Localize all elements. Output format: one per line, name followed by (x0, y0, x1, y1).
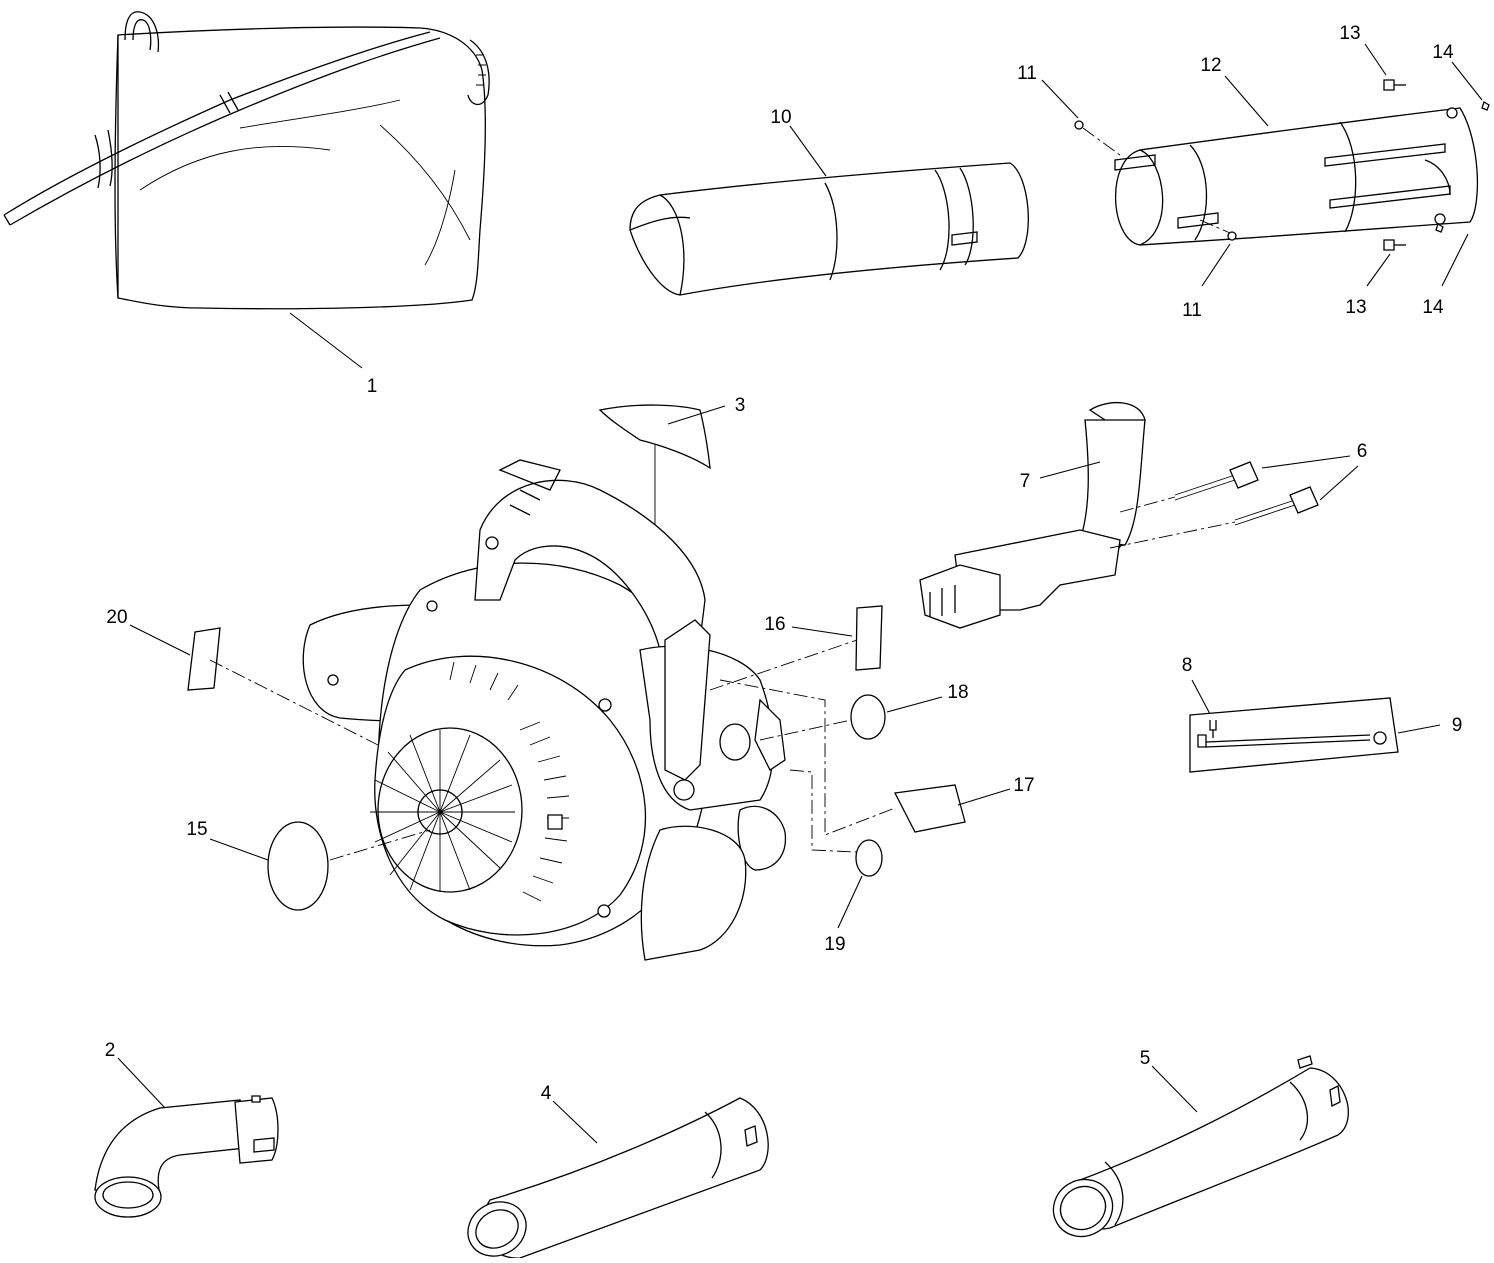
leader-line-12 (1224, 75, 1269, 127)
callout-17: 17 (1013, 775, 1034, 796)
callout-19: 19 (824, 934, 845, 955)
callout-14-bottom: 14 (1422, 297, 1444, 318)
leader-line-20 (129, 624, 191, 656)
part-label-strip (598, 404, 711, 530)
leader-line-10 (789, 125, 827, 177)
leader-line-14b (1441, 233, 1469, 287)
part-collection-bag (3, 11, 490, 310)
callout-1: 1 (367, 376, 378, 397)
leader-line-8 (1191, 679, 1211, 715)
leader-line-1 (289, 312, 363, 369)
leader-line-16 (791, 626, 853, 637)
leader-line-9 (1397, 724, 1441, 734)
leader-line-18 (886, 696, 943, 713)
part-elbow-nozzle (94, 1095, 279, 1218)
part-blower-engine (302, 459, 787, 961)
leader-line-5 (1151, 1065, 1198, 1113)
leader-line-11b (1201, 243, 1231, 287)
callout-20: 20 (106, 607, 127, 628)
callout-13-top: 13 (1339, 23, 1360, 44)
callout-18: 18 (947, 682, 968, 703)
leader-line-15 (209, 838, 269, 861)
part-screws-nuts (1074, 79, 1490, 251)
callout-6: 6 (1357, 441, 1368, 462)
callout-4: 4 (541, 1083, 552, 1104)
callout-11-top: 11 (1017, 63, 1037, 84)
leader-line-19 (837, 875, 863, 929)
callout-2: 2 (105, 1040, 116, 1061)
callout-9: 9 (1452, 715, 1463, 736)
callout-15: 15 (186, 819, 207, 840)
callout-labels: 1 2 3 4 5 6 7 8 9 10 11 11 12 13 13 14 1… (105, 23, 1463, 1104)
leader-line-13b (1366, 253, 1391, 287)
callout-13-bottom: 13 (1345, 297, 1366, 318)
leader-line-13a (1364, 43, 1387, 76)
callout-7: 7 (1020, 471, 1031, 492)
leader-line-17 (957, 788, 1011, 806)
callout-11-bottom: 11 (1182, 300, 1202, 321)
part-tool-card (1189, 697, 1399, 773)
leader-line-6a (1261, 455, 1351, 469)
part-blower-tube (467, 1097, 769, 1259)
callout-5: 5 (1140, 1048, 1151, 1069)
callout-8: 8 (1182, 655, 1193, 676)
callout-10: 10 (770, 107, 791, 128)
callout-12: 12 (1200, 55, 1221, 76)
leader-line-2 (117, 1057, 166, 1109)
leader-line-14a (1451, 61, 1483, 101)
part-flared-tube (1052, 1055, 1349, 1238)
part-decals (187, 605, 966, 911)
leader-line-4 (552, 1100, 598, 1144)
part-vacuum-tube (629, 162, 1029, 296)
callout-14-top: 14 (1432, 42, 1454, 63)
leader-line-7 (1039, 461, 1101, 479)
callout-16: 16 (764, 614, 785, 635)
leader-line-3 (667, 405, 726, 425)
leader-line-11a (1041, 79, 1079, 119)
part-handle (919, 401, 1146, 629)
part-extension-tube (1114, 107, 1479, 246)
leader-line-6b (1319, 465, 1359, 501)
part-springs (1109, 461, 1319, 549)
callout-3: 3 (735, 395, 746, 416)
